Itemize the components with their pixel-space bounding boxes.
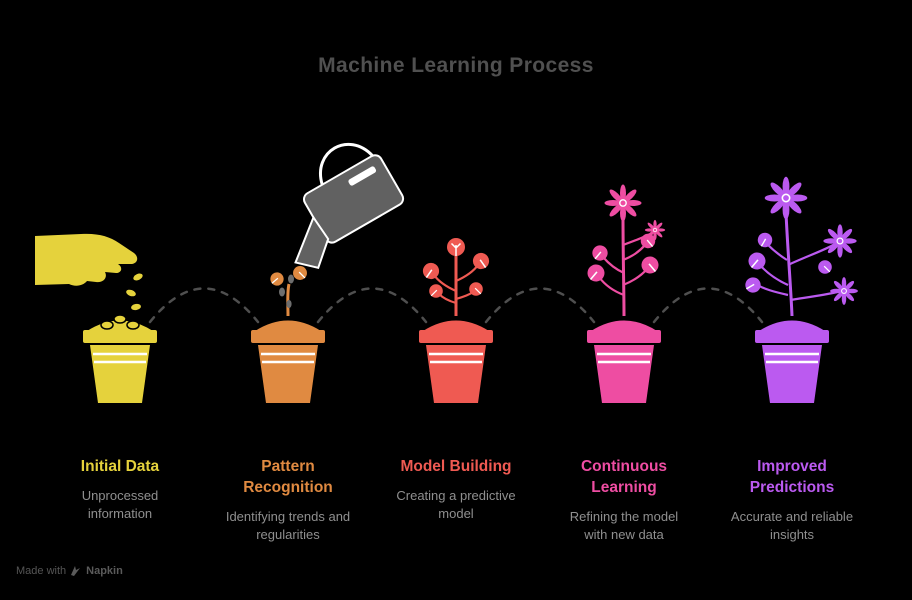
stage-description: Refining the model with new data <box>569 508 679 543</box>
brand-text: Napkin <box>86 565 123 577</box>
stage-label: Continuous Learning <box>580 458 668 496</box>
plant-stems-icon <box>598 216 653 317</box>
stage-continuous-learning: Continuous Learning Refining the model w… <box>536 95 712 544</box>
blooming-flowers-icon <box>741 175 859 405</box>
stage-description: Creating a predictive model <box>396 487 516 522</box>
pot-icon <box>753 319 831 405</box>
stage-initial-data: Initial Data Unprocessed information <box>32 95 208 523</box>
stage-description: Accurate and reliable insights <box>730 508 854 543</box>
stage-pattern-recognition: Pattern Recognition Identifying trends a… <box>200 95 405 544</box>
stage-description: Unprocessed information <box>81 487 159 522</box>
pot-icon <box>81 319 159 405</box>
page-title: Machine Learning Process <box>318 54 594 77</box>
stage-description: Identifying trends and regularities <box>225 508 351 543</box>
pot-icon <box>417 319 495 405</box>
hand-dropping-seeds-icon <box>35 233 159 405</box>
stage-label: Improved Predictions <box>749 458 835 496</box>
bud-icon <box>447 238 465 256</box>
pot-icon <box>249 319 327 405</box>
stage-improved-predictions: Improved Predictions Accurate and reliab… <box>704 95 880 544</box>
watering-can-sprout-icon <box>249 143 405 405</box>
made-with-napkin-credit: Made with Napkin <box>16 565 123 577</box>
seeds-on-soil-icon <box>100 314 140 330</box>
stage-label: Initial Data <box>80 458 160 475</box>
stage-model-building: Model Building Creating a predictive mod… <box>368 95 544 523</box>
watering-can-icon <box>294 143 405 269</box>
hand-icon <box>35 233 138 286</box>
flowering-plant-icon <box>583 183 666 405</box>
made-with-text: Made with <box>16 565 67 577</box>
falling-seeds-icon <box>126 273 143 311</box>
flowers-icon <box>603 183 666 241</box>
stage-label: Model Building <box>400 458 512 475</box>
stage-label: Pattern Recognition <box>243 458 333 496</box>
water-drops-icon <box>279 274 294 308</box>
flowers-icon <box>763 175 859 306</box>
young-plant-icon <box>417 238 495 405</box>
napkin-logo-icon <box>71 566 81 576</box>
sprout-icon <box>267 262 311 317</box>
pot-icon <box>585 319 663 405</box>
